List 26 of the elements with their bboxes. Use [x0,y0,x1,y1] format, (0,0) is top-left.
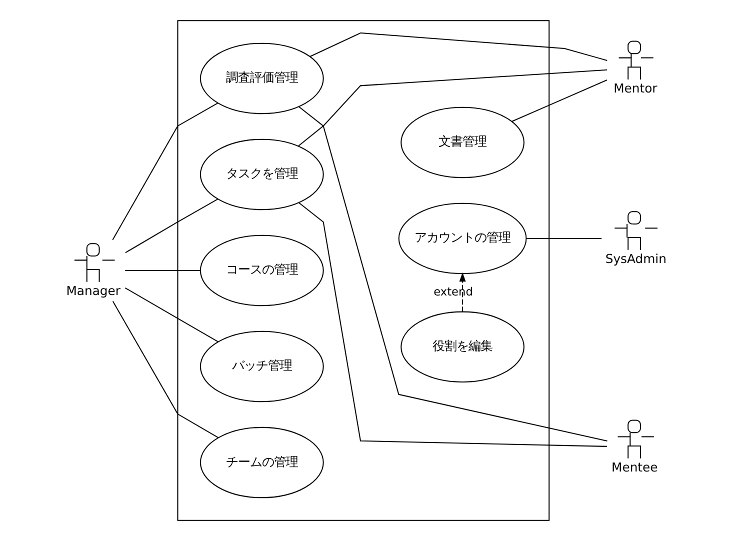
cluster [176,20,550,521]
node-label: Mentor [613,80,657,96]
node-ellipse: コースの管理 [199,234,324,306]
node-label: Mentee [611,459,658,474]
connector [112,301,218,438]
connector [298,106,607,442]
connector [309,32,607,61]
connector [124,198,218,254]
edge-label: extend [433,284,472,299]
node-ellipse: タスクを管理 [199,138,324,210]
connector [124,270,200,272]
connector [526,238,602,239]
node-ellipse: アカウントの管理 [398,202,526,274]
node-ellipse: バッチ管理 [199,330,324,402]
connector [511,80,607,122]
connector [298,69,607,146]
node-label: SysAdmin [604,250,666,266]
connector [298,202,607,447]
arrow [458,272,466,312]
node-ellipse: 役割を編集 [400,311,524,383]
node-ellipse: チームの管理 [199,426,324,498]
node-label: Manager [66,282,120,298]
node-ellipse: 文書管理 [400,106,524,178]
connector [112,102,218,240]
connector [124,287,218,342]
node-ellipse: 調査評価管理 [199,42,324,114]
